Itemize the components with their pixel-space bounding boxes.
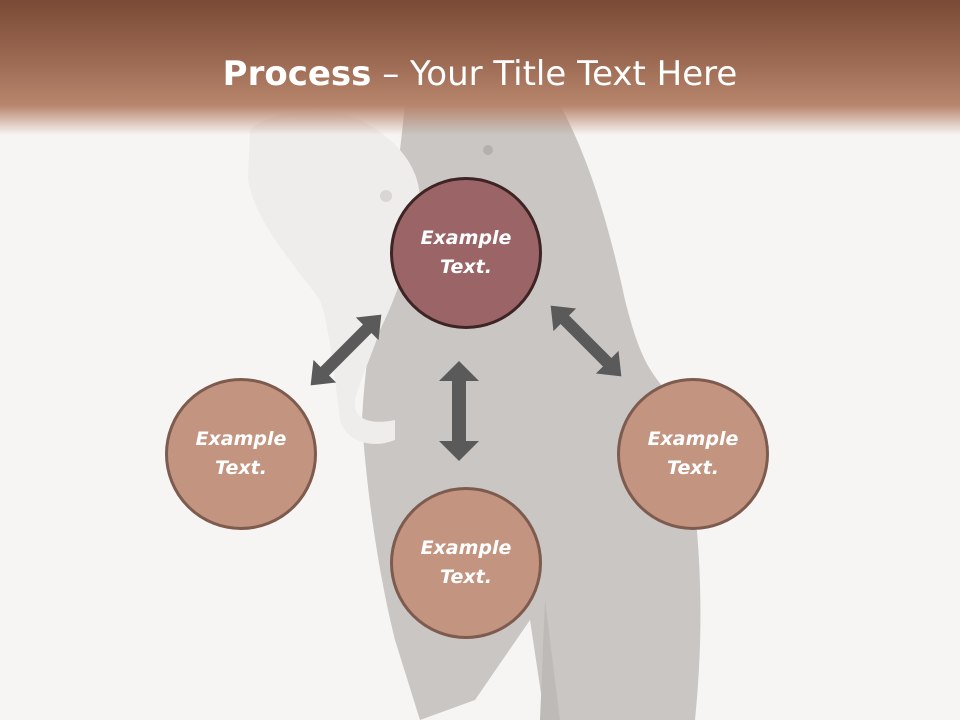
arrow-top-bottom — [439, 361, 479, 461]
arrow-top-right — [550, 305, 622, 377]
title-rest: Your Title Text Here — [410, 54, 738, 94]
node-top-line1: Example — [420, 227, 512, 249]
node-right-line2: Text. — [667, 457, 719, 479]
arrow-top-left — [310, 314, 382, 386]
node-left-line2: Text. — [215, 457, 267, 479]
node-left-line1: Example — [195, 428, 287, 450]
node-bottom-line2: Text. — [440, 566, 492, 588]
node-bottom-line1: Example — [420, 537, 512, 559]
title-banner — [0, 0, 960, 135]
node-left: Example Text. — [165, 378, 317, 530]
node-bottom: Example Text. — [390, 487, 542, 639]
title-dash: – — [371, 54, 411, 94]
title-bold: Process — [222, 54, 372, 94]
slide-title: Process – Your Title Text Here — [0, 52, 960, 96]
node-right-line1: Example — [647, 428, 739, 450]
node-right: Example Text. — [617, 378, 769, 530]
node-top-line2: Text. — [440, 256, 492, 278]
node-top: Example Text. — [390, 177, 542, 329]
